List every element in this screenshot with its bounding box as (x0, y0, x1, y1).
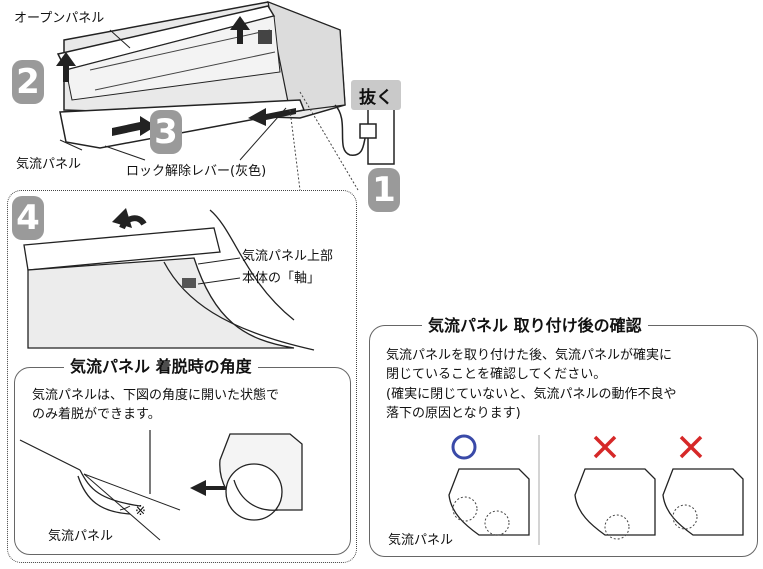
check-panel-label: 気流パネル (388, 533, 454, 548)
step-3-badge: 3 (150, 110, 182, 154)
check-text-1: 気流パネルを取り付けた後、気流パネルが確実に (386, 348, 673, 363)
air-conditioner-illustration (56, 1, 395, 191)
pull-label: 抜く (351, 80, 401, 110)
check-text-2: 閉じていることを確認してください。 (386, 367, 607, 382)
step-4-badge: 4 (12, 196, 44, 240)
check-text-4: 落下の原因となります) (386, 406, 521, 421)
airflow-panel-label: 気流パネル (16, 157, 82, 172)
attach-angle-text-2: のみ着脱ができます。 (32, 407, 161, 422)
panel-upper-label: 気流パネル上部 (242, 249, 334, 264)
step-4-detail-box (7, 190, 357, 563)
step-2-badge: 2 (12, 60, 44, 104)
open-panel-label: オープンパネル (14, 11, 105, 26)
detail-illustration (23, 208, 315, 351)
post-install-check-title: 気流パネル 取り付け後の確認 (422, 318, 648, 334)
check-illustrations (448, 434, 744, 545)
check-text-3: (確実に閉じていないと、気流パネルの動作不良や (386, 387, 677, 402)
angle-diagram (19, 430, 303, 541)
attach-angle-text-1: 気流パネルは、下図の角度に開いた状態で (32, 388, 280, 403)
step-1-badge: 1 (368, 168, 400, 212)
angle-mark: ※ (135, 504, 146, 519)
body-axis-label: 本体の「軸」 (242, 271, 321, 286)
angle-panel-label: 気流パネル (48, 529, 114, 544)
attach-angle-title: 気流パネル 着脱時の角度 (64, 359, 258, 375)
lock-lever-label: ロック解除レバー(灰色) (126, 164, 267, 179)
